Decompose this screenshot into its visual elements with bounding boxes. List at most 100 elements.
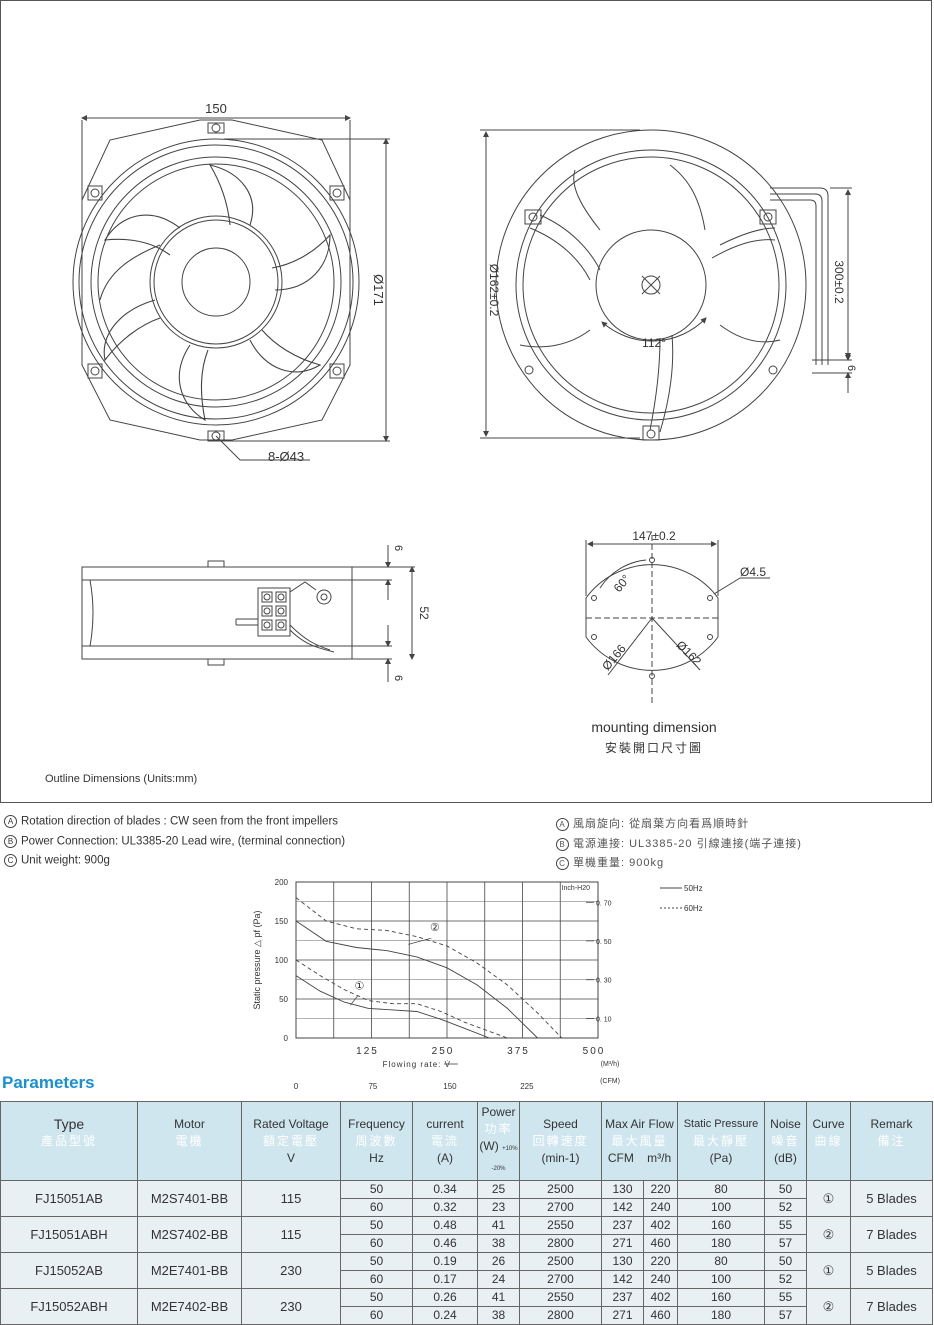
cfm-tick-label: 225 xyxy=(520,1082,534,1091)
rpm-cell: 2700 xyxy=(519,1270,602,1289)
w-cell: 25 xyxy=(477,1180,520,1199)
series-line-curve2-60hz xyxy=(295,897,563,1039)
motor-cell: M2S7401-BB xyxy=(137,1180,242,1217)
x-tick-label: 250 xyxy=(432,1046,455,1057)
y2-tick-label: 0. 50 xyxy=(596,939,612,946)
pa-cell: 100 xyxy=(677,1198,765,1217)
dim-angle-label: 112° xyxy=(642,336,666,350)
y-tick-label: 150 xyxy=(275,917,289,926)
cfm-cell: 130 xyxy=(601,1252,644,1271)
cfm-cell: 237 xyxy=(601,1288,644,1307)
type-cell: FJ15051ABH xyxy=(0,1216,138,1253)
type-cell: FJ15052ABH xyxy=(0,1288,138,1325)
note-rotation-zh-text: 風扇旋向: 從扇葉方向看爲順時針 xyxy=(573,818,750,830)
note-rotation-text: Rotation direction of blades : CW seen f… xyxy=(21,815,339,828)
a-cell: 0.26 xyxy=(412,1288,478,1307)
m3h-cell: 460 xyxy=(643,1234,678,1253)
cfm-tick-label: 75 xyxy=(368,1082,377,1091)
x-axis-label: Flowing rate: V̇ xyxy=(383,1060,451,1069)
db-cell: 50 xyxy=(764,1180,807,1199)
dim-flange-bottom-label: 6 xyxy=(392,675,404,681)
voltage-cell: 115 xyxy=(241,1180,341,1217)
side-view xyxy=(81,545,415,682)
curve-leader xyxy=(350,994,359,1006)
cfm-cell: 142 xyxy=(601,1270,644,1289)
cfm-cell: 271 xyxy=(601,1306,644,1325)
note-weight-text: Unit weight: 900g xyxy=(21,854,110,867)
curve-label-1: ① xyxy=(354,981,364,993)
type-cell: FJ15051AB xyxy=(0,1180,138,1217)
w-cell: 41 xyxy=(477,1288,520,1307)
curve-cell: ① xyxy=(806,1180,851,1217)
mount-caption-en: mounting dimension xyxy=(591,719,716,735)
hz-cell: 60 xyxy=(340,1198,413,1217)
remark-cell: 7 Blades xyxy=(850,1288,933,1325)
remark-cell: 7 Blades xyxy=(850,1216,933,1253)
curve-cell: ② xyxy=(806,1216,851,1253)
motor-cell: M2E7401-BB xyxy=(137,1252,242,1289)
db-cell: 55 xyxy=(764,1288,807,1307)
a-cell: 0.17 xyxy=(412,1270,478,1289)
m3h-cell: 240 xyxy=(643,1198,678,1217)
cfm-tick-label: 150 xyxy=(443,1082,457,1091)
front-view xyxy=(72,115,390,461)
curve-label-2: ② xyxy=(430,922,440,934)
w-cell: 38 xyxy=(477,1234,520,1253)
note-weight: C Unit weight: 900g xyxy=(4,854,110,867)
db-cell: 57 xyxy=(764,1306,807,1325)
db-cell: 50 xyxy=(764,1252,807,1271)
y-tick-label: 0 xyxy=(284,1034,289,1043)
y-tick-label: 100 xyxy=(275,956,289,965)
note-power-zh-text: 電源連接: UL3385-20 引線連接(端子連接) xyxy=(573,838,802,850)
y-tick-label: 50 xyxy=(279,995,288,1004)
x-unit-label: (M³/h) xyxy=(601,1061,620,1068)
db-cell: 57 xyxy=(764,1234,807,1253)
w-cell: 26 xyxy=(477,1252,520,1271)
mount-hole-label: Ø4.5 xyxy=(740,565,766,579)
mount-caption-zh: 安裝開口尺寸圖 xyxy=(605,740,703,755)
series-line-curve2-50hz xyxy=(295,920,538,1039)
remark-cell: 5 Blades xyxy=(850,1252,933,1289)
pa-cell: 180 xyxy=(677,1306,765,1325)
mark-c-icon: C xyxy=(4,854,17,867)
dim-wire-small-label: 6 xyxy=(845,365,857,371)
pa-cell: 180 xyxy=(677,1234,765,1253)
pa-cell: 80 xyxy=(677,1252,765,1271)
hz-cell: 60 xyxy=(340,1270,413,1289)
dim-depth-label: 52 xyxy=(417,606,431,620)
hz-cell: 50 xyxy=(340,1216,413,1235)
mounting-cutout xyxy=(585,535,770,705)
hz-cell: 60 xyxy=(340,1306,413,1325)
mark-b-icon: B xyxy=(4,835,17,848)
mark-a-zh-icon: A xyxy=(556,817,569,831)
rpm-cell: 2550 xyxy=(519,1288,602,1307)
m3h-cell: 460 xyxy=(643,1306,678,1325)
y2-tick-label: 0. 10 xyxy=(596,1017,612,1024)
parameters-title: Parameters xyxy=(2,1073,95,1092)
a-cell: 0.24 xyxy=(412,1306,478,1325)
y-axis-label: Static pressure △ pf (Pa) xyxy=(252,911,262,1010)
w-cell: 38 xyxy=(477,1306,520,1325)
series-line-curve1-50hz xyxy=(295,975,490,1039)
y2-tick-label: 0. 30 xyxy=(596,978,612,985)
y-tick-label: 200 xyxy=(275,878,289,887)
w-cell: 24 xyxy=(477,1270,520,1289)
voltage-cell: 230 xyxy=(241,1288,341,1325)
remark-cell: 5 Blades xyxy=(850,1180,933,1217)
note-weight-zh-text: 單機重量: 900kg xyxy=(573,857,665,869)
